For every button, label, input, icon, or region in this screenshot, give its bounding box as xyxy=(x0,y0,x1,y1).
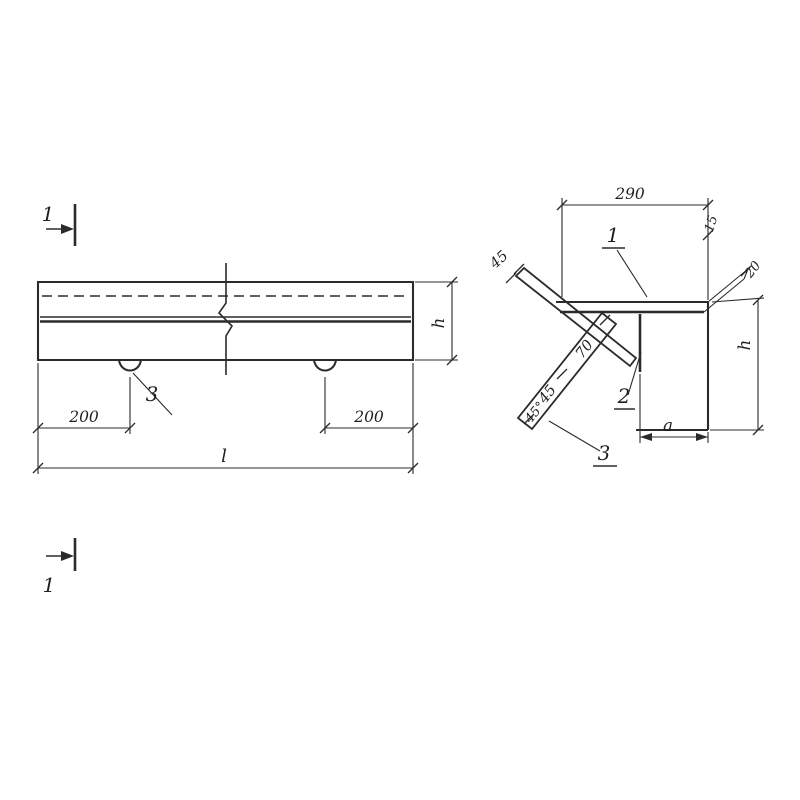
leader-line xyxy=(616,249,648,298)
leader-line xyxy=(627,351,642,396)
dim-top-width-label: 290 xyxy=(614,185,645,203)
dim-notch: a xyxy=(639,374,709,443)
break-line xyxy=(217,263,234,375)
dim-total-length: l xyxy=(32,446,419,474)
inclined-anchor-bar xyxy=(514,266,638,368)
loop-callout-label: 3 xyxy=(146,382,159,406)
dim-beam-height: h xyxy=(429,276,458,366)
extension-lines xyxy=(37,281,458,474)
callout-stirrup-label: 2 xyxy=(617,384,631,408)
beam-end-outline xyxy=(556,300,710,432)
dim-top-right: 15 xyxy=(702,214,721,241)
dim-arrow-icon xyxy=(640,433,652,441)
anchor-plate xyxy=(516,311,618,431)
dim-top-width: 290 xyxy=(556,185,714,300)
callout-anchor-label: 3 xyxy=(598,441,611,465)
dim-bar-offset: 20 xyxy=(703,259,765,313)
callout-stirrup: 2 xyxy=(614,351,642,410)
dim-beam-height-label: h xyxy=(429,318,448,329)
callout-anchor: 3 xyxy=(548,420,617,467)
section-marker-top-label: 1 xyxy=(42,202,55,226)
callout-top-bar-label: 1 xyxy=(607,223,620,247)
dim-height-right: h xyxy=(710,294,765,436)
dim-arrow-icon xyxy=(696,433,708,441)
dim-top-right-label: 15 xyxy=(702,214,721,234)
anchor-dim-upper-label: 70 xyxy=(573,337,597,361)
section-arrow-icon xyxy=(61,551,74,561)
section-cut-marker-top: 1 xyxy=(42,202,77,246)
lifting-loop-right xyxy=(312,359,338,372)
dim-notch-label: a xyxy=(663,416,673,435)
callout-top-bar: 1 xyxy=(602,223,648,298)
end-detail-view: 290 15 1 xyxy=(486,185,765,467)
dim-right-offset: 200 xyxy=(319,408,419,434)
leader-line xyxy=(548,420,601,452)
dim-height-right-label: h xyxy=(735,340,754,351)
dim-left-offset: 200 xyxy=(32,408,136,434)
dim-bar-offset-label: 20 xyxy=(742,259,765,282)
lifting-loop-left xyxy=(117,359,143,372)
loop-callout: 3 xyxy=(132,372,173,416)
angle-top-label: 45 xyxy=(486,248,511,273)
section-arrow-icon xyxy=(61,224,74,234)
section-cut-marker-bottom: 1 xyxy=(43,538,77,597)
leader-line xyxy=(132,372,173,416)
dim-right-offset-label: 200 xyxy=(353,408,384,426)
elevation-view: 1 3 xyxy=(32,202,458,597)
dim-total-length-label: l xyxy=(221,446,227,467)
dim-left-offset-label: 200 xyxy=(68,408,99,426)
section-marker-bottom-label: 1 xyxy=(43,573,56,597)
